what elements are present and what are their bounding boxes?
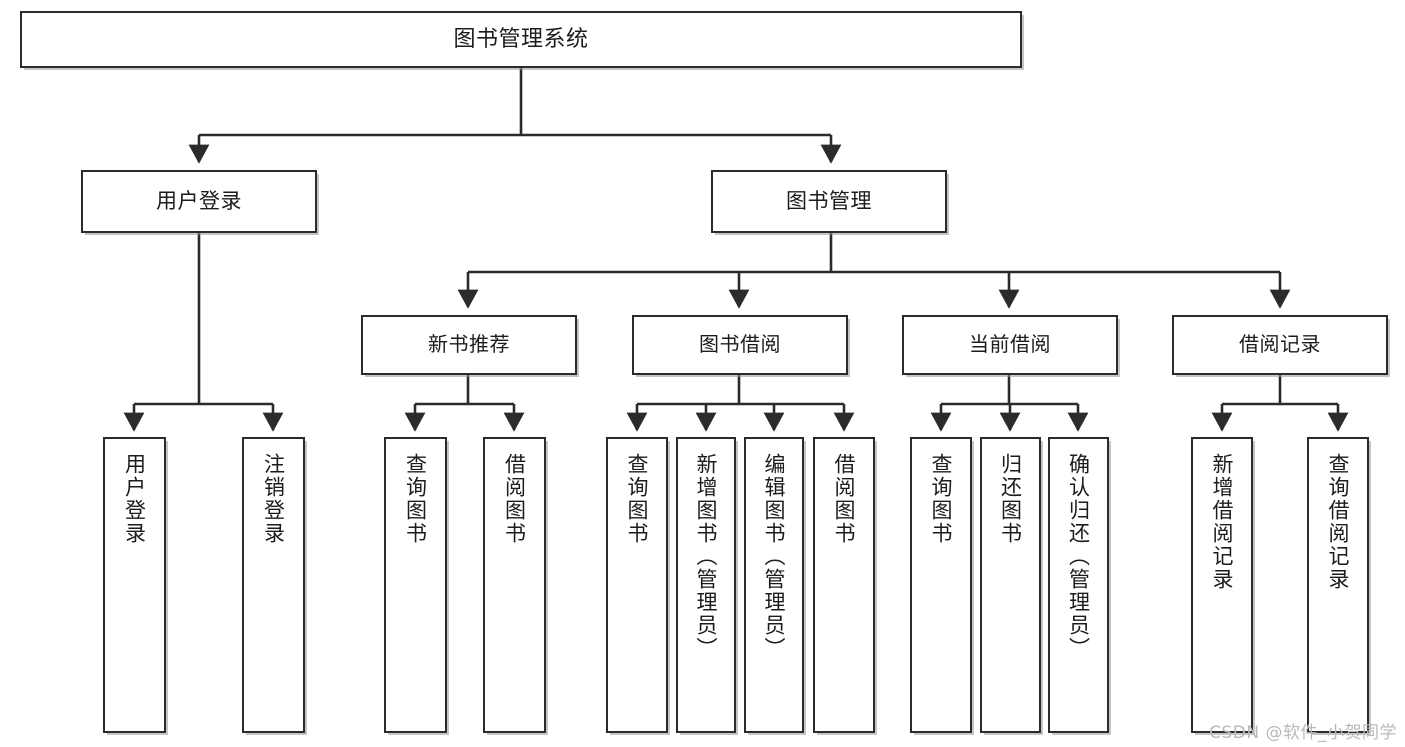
node-book-management[interactable]: 图书管理 [711,170,947,233]
node-new-book-recommend-label: 新书推荐 [428,332,510,357]
watermark: CSDN @软件_小贺同学 [1209,723,1397,743]
node-leaf-borrow-book-2[interactable]: 借阅图书 [813,437,875,733]
node-book-borrow[interactable]: 图书借阅 [632,315,848,375]
node-user-login-label: 用户登录 [156,189,242,214]
node-leaf-query-record[interactable]: 查询借阅记录 [1307,437,1369,733]
node-leaf-user-login-label: 用户登录 [122,453,147,545]
node-leaf-query-book-1[interactable]: 查询图书 [384,437,447,733]
node-leaf-user-login[interactable]: 用户登录 [103,437,166,733]
node-leaf-add-book-label: 新增图书（管理员） [694,453,719,660]
node-leaf-borrow-book-1[interactable]: 借阅图书 [483,437,546,733]
node-leaf-borrow-book-2-label: 借阅图书 [832,453,857,545]
node-leaf-return-book-label: 归还图书 [998,453,1023,545]
node-borrow-record[interactable]: 借阅记录 [1172,315,1388,375]
node-leaf-edit-book[interactable]: 编辑图书（管理员） [744,437,804,733]
node-leaf-return-book[interactable]: 归还图书 [980,437,1041,733]
node-leaf-edit-book-label: 编辑图书（管理员） [762,453,787,660]
node-user-login[interactable]: 用户登录 [81,170,317,233]
node-leaf-query-record-label: 查询借阅记录 [1326,453,1351,591]
node-book-borrow-label: 图书借阅 [699,332,781,357]
node-leaf-query-book-2[interactable]: 查询图书 [606,437,668,733]
node-leaf-logout-login[interactable]: 注销登录 [242,437,305,733]
node-leaf-add-record-label: 新增借阅记录 [1210,453,1235,591]
node-leaf-logout-login-label: 注销登录 [261,453,286,545]
node-leaf-query-book-2-label: 查询图书 [625,453,650,545]
node-leaf-borrow-book-1-label: 借阅图书 [502,453,527,545]
node-root[interactable]: 图书管理系统 [20,11,1022,68]
node-leaf-add-record[interactable]: 新增借阅记录 [1191,437,1253,733]
node-leaf-query-book-1-label: 查询图书 [403,453,428,545]
node-leaf-query-book-3[interactable]: 查询图书 [910,437,972,733]
node-leaf-add-book[interactable]: 新增图书（管理员） [676,437,736,733]
node-current-borrow-label: 当前借阅 [969,332,1051,357]
node-new-book-recommend[interactable]: 新书推荐 [361,315,577,375]
node-leaf-confirm-return[interactable]: 确认归还（管理员） [1048,437,1109,733]
node-book-management-label: 图书管理 [786,189,872,214]
node-leaf-query-book-3-label: 查询图书 [929,453,954,545]
node-current-borrow[interactable]: 当前借阅 [902,315,1118,375]
node-borrow-record-label: 借阅记录 [1239,332,1321,357]
node-root-label: 图书管理系统 [453,26,589,52]
node-leaf-confirm-return-label: 确认归还（管理员） [1066,453,1091,660]
